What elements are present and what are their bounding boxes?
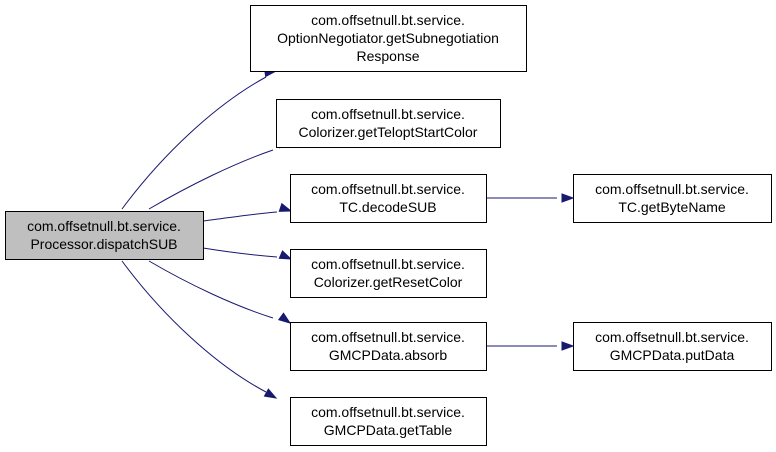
- node-dispatchSUB[interactable]: com.offsetnull.bt.service. Processor.disp…: [5, 211, 204, 260]
- edge-dispatchSUB-to-decodeSUB: [202, 202, 293, 222]
- edge-arrowhead: [278, 250, 293, 260]
- node-putData[interactable]: com.offsetnull.bt.service. GMCPData.putDa…: [573, 322, 772, 371]
- node-label-line: Response: [356, 48, 419, 64]
- edge-dispatchSUB-to-absorb: [148, 260, 292, 324]
- edge-dispatchSUB-to-getSubnegotiationResponse: [121, 67, 278, 210]
- node-label-line: com.offsetnull.bt.service.: [311, 256, 465, 272]
- node-box[interactable]: [5, 211, 204, 260]
- node-label-line: com.offsetnull.bt.service.: [27, 218, 181, 234]
- node-box[interactable]: [290, 249, 487, 298]
- node-decodeSUB[interactable]: com.offsetnull.bt.service. TC.decodeSUB: [290, 174, 487, 223]
- node-label-line: com.offsetnull.bt.service.: [311, 106, 465, 122]
- node-getSubnegotiationResponse[interactable]: com.offsetnull.bt.service. OptionNegotiat…: [250, 5, 527, 72]
- node-box[interactable]: [573, 322, 772, 371]
- node-label-line: com.offsetnull.bt.service.: [311, 329, 465, 345]
- node-label-line: com.offsetnull.bt.service.: [595, 329, 749, 345]
- node-box[interactable]: [573, 174, 772, 223]
- node-label-line: TC.getByteName: [618, 199, 726, 215]
- node-label-line: GMCPData.getTable: [324, 422, 453, 438]
- node-absorb[interactable]: com.offsetnull.bt.service. GMCPData.absor…: [290, 322, 487, 371]
- edge-line: [121, 76, 267, 210]
- edge-dispatchSUB-to-getTeloptStartColor: [148, 138, 293, 210]
- edge-arrowhead: [277, 312, 292, 324]
- node-label-line: com.offsetnull.bt.service.: [311, 12, 465, 28]
- node-box[interactable]: [290, 322, 487, 371]
- node-getTeloptStartColor[interactable]: com.offsetnull.bt.service. Colorizer.getT…: [276, 99, 501, 148]
- node-label-line: com.offsetnull.bt.service.: [311, 181, 465, 197]
- node-label-line: OptionNegotiator.getSubnegotiation: [277, 30, 499, 46]
- edge-absorb-to-putData: [486, 341, 575, 351]
- node-label-line: GMCPData.absorb: [329, 347, 447, 363]
- edge-line: [202, 247, 278, 258]
- node-getTable[interactable]: com.offsetnull.bt.service. GMCPData.getTa…: [290, 397, 487, 446]
- node-label-line: com.offsetnull.bt.service.: [595, 181, 749, 197]
- node-label-line: com.offsetnull.bt.service.: [311, 404, 465, 420]
- edge-dispatchSUB-to-getResetColor: [202, 247, 293, 260]
- edge-dispatchSUB-to-getTable: [121, 260, 278, 399]
- edge-line: [121, 260, 267, 393]
- node-box[interactable]: [290, 397, 487, 446]
- node-box[interactable]: [250, 5, 527, 72]
- edge-arrowhead: [278, 202, 293, 212]
- node-label-line: Colorizer.getTeloptStartColor: [299, 124, 478, 140]
- edge-decodeSUB-to-getByteName: [486, 193, 575, 203]
- edge-arrowhead: [263, 388, 278, 399]
- node-box[interactable]: [276, 99, 501, 148]
- edge-arrowhead: [561, 341, 575, 351]
- node-getResetColor[interactable]: com.offsetnull.bt.service. Colorizer.getR…: [290, 249, 487, 298]
- nodes-layer: com.offsetnull.bt.service. Processor.disp…: [5, 5, 772, 446]
- edge-line: [148, 149, 274, 210]
- edge-line: [148, 260, 274, 319]
- node-label-line: Colorizer.getResetColor: [314, 274, 463, 290]
- edge-line: [202, 211, 278, 222]
- node-label-line: Processor.dispatchSUB: [30, 236, 177, 252]
- node-getByteName[interactable]: com.offsetnull.bt.service. TC.getByteName: [573, 174, 772, 223]
- node-box[interactable]: [290, 174, 487, 223]
- node-label-line: TC.decodeSUB: [339, 199, 436, 215]
- node-label-line: GMCPData.putData: [610, 347, 735, 363]
- edge-arrowhead: [561, 193, 575, 203]
